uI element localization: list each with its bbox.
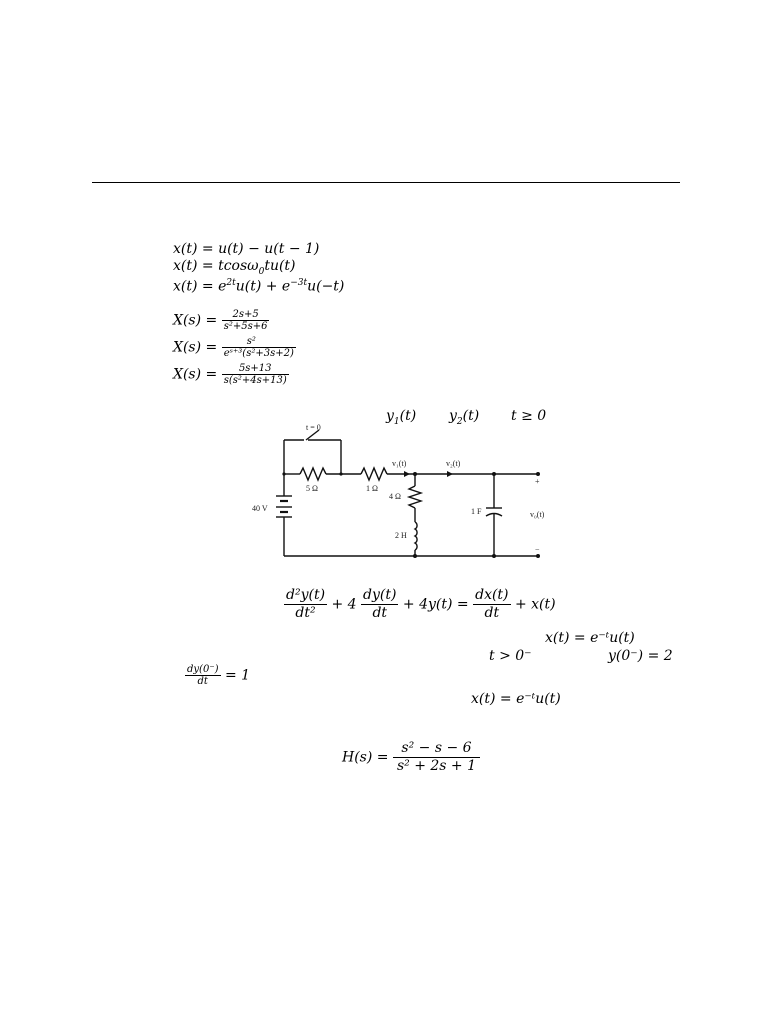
frac-dy: dy(t) dt bbox=[361, 587, 399, 621]
input-signal-2: x(t) = e⁻ᵗu(t) bbox=[471, 691, 561, 707]
resistor-4ohm bbox=[406, 485, 424, 509]
node-junction bbox=[492, 472, 496, 476]
label-l1: 2 H bbox=[395, 531, 407, 540]
frac-dy0: dy(0⁻) dt bbox=[185, 664, 221, 687]
time-range: t > 0⁻ bbox=[489, 648, 532, 664]
node-bottom-ind bbox=[413, 554, 417, 558]
label-r3: 4 Ω bbox=[389, 492, 401, 501]
label-r2: 1 Ω bbox=[366, 484, 378, 493]
output-y2: y2(t) bbox=[449, 408, 480, 427]
terminal-minus bbox=[536, 554, 540, 558]
signal-eq-2: x(t) = tcosω0tu(t) bbox=[173, 258, 296, 277]
laplace-fraction-2: s² eˢ⁺³(s²+3s+2) bbox=[221, 336, 296, 359]
time-condition: t ≥ 0 bbox=[511, 408, 547, 424]
resistor-1ohm bbox=[360, 466, 388, 482]
node-v1 bbox=[413, 472, 417, 476]
label-source: 40 V bbox=[252, 504, 268, 513]
label-vout: v₀(t) bbox=[530, 510, 545, 519]
arrow-v2 bbox=[447, 471, 453, 477]
laplace-eq-3: X(s) = 5s+13 s(s²+4s+13) bbox=[173, 363, 289, 386]
battery-40v bbox=[276, 495, 292, 518]
frac-hs: s² − s − 6 s² + 2s + 1 bbox=[392, 740, 481, 775]
input-signal: x(t) = e⁻ᵗu(t) bbox=[545, 630, 635, 646]
switch-blade bbox=[305, 429, 320, 441]
frac-dx: dx(t) dt bbox=[473, 587, 511, 621]
signal-eq-3: x(t) = e2tu(t) + e−3tu(−t) bbox=[173, 278, 345, 295]
laplace-fraction-3: 5s+13 s(s²+4s+13) bbox=[221, 363, 289, 386]
capacitor-plate-bottom bbox=[485, 512, 503, 517]
laplace-fraction-1: 2s+5 s²+5s+6 bbox=[221, 309, 270, 332]
label-v2: v₂(t) bbox=[446, 459, 461, 468]
signal-eq-1: x(t) = u(t) − u(t − 1) bbox=[173, 241, 320, 257]
initial-y: y(0⁻) = 2 bbox=[608, 648, 673, 664]
label-minus: − bbox=[535, 545, 540, 554]
circuit-diagram: t = 0 5 Ω 1 Ω 4 Ω 2 H 1 F 40 V v₁(t) v₂(… bbox=[252, 423, 545, 558]
label-switch: t = 0 bbox=[306, 423, 321, 432]
terminal-plus bbox=[536, 472, 540, 476]
label-plus: + bbox=[535, 477, 540, 486]
frac-d2y: d²y(t) dt² bbox=[284, 587, 328, 621]
section-divider bbox=[92, 182, 680, 183]
initial-dy: dy(0⁻) dt = 1 bbox=[185, 664, 251, 687]
inductor-2h bbox=[413, 521, 418, 551]
label-r1: 5 Ω bbox=[306, 484, 318, 493]
transfer-function: H(s) = s² − s − 6 s² + 2s + 1 bbox=[342, 740, 481, 775]
resistor-5ohm bbox=[299, 466, 327, 482]
laplace-eq-1: X(s) = 2s+5 s²+5s+6 bbox=[173, 309, 270, 332]
diff-equation: d²y(t) dt² + 4 dy(t) dt + 4y(t) = dx(t) … bbox=[284, 587, 556, 621]
arrow-v1 bbox=[404, 471, 410, 477]
output-y1: y1(t) bbox=[386, 408, 417, 427]
label-v1: v₁(t) bbox=[392, 459, 407, 468]
laplace-eq-2: X(s) = s² eˢ⁺³(s²+3s+2) bbox=[173, 336, 296, 359]
node-bottom-cap bbox=[492, 554, 496, 558]
label-c1: 1 F bbox=[471, 507, 482, 516]
